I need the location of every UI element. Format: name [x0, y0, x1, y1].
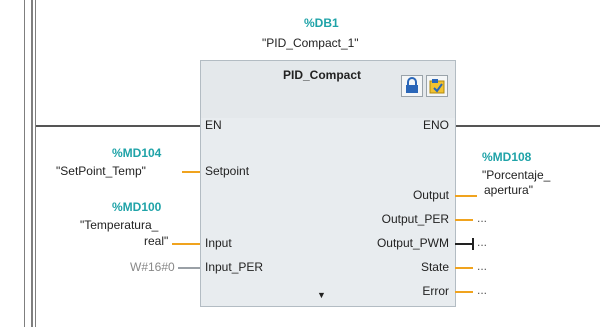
output-wire	[455, 195, 477, 197]
network-boundary-line	[24, 0, 25, 327]
output-per-value[interactable]: ...	[477, 211, 488, 225]
state-value[interactable]: ...	[477, 259, 488, 273]
en-rung-line	[36, 125, 200, 127]
input-symbol-line1[interactable]: "Temperatura_	[80, 218, 159, 232]
error-pin-label: Error	[422, 284, 449, 298]
input-per-wire	[178, 267, 200, 269]
state-wire	[455, 267, 473, 269]
input-address[interactable]: %MD100	[112, 200, 162, 214]
input-per-constant[interactable]: W#16#0	[130, 260, 175, 274]
en-pin-label: EN	[205, 118, 222, 132]
input-per-pin-label: Input_PER	[205, 260, 264, 274]
output-pwm-value[interactable]: ...	[477, 235, 488, 249]
setpoint-address[interactable]: %MD104	[112, 146, 162, 160]
block-type-title: PID_Compact	[283, 68, 362, 82]
setpoint-pin-label: Setpoint	[205, 164, 250, 178]
pid-compact-block-header[interactable]: PID_Compact	[200, 60, 456, 120]
faceplate-icon[interactable]	[426, 75, 448, 97]
output-pin-label: Output	[412, 188, 449, 202]
left-power-rail	[31, 0, 33, 327]
lock-icon[interactable]	[401, 75, 423, 97]
input-wire	[172, 243, 200, 245]
state-pin-label: State	[420, 260, 449, 274]
eno-rung-line	[455, 125, 600, 127]
expand-arrow-icon[interactable]: ▼	[317, 290, 326, 300]
left-power-rail-inner	[35, 0, 36, 327]
output-per-pin-label: Output_PER	[381, 212, 449, 226]
instance-db-address[interactable]: %DB1	[304, 16, 339, 30]
input-pin-label: Input	[205, 236, 232, 250]
instance-db-name[interactable]: "PID_Compact_1"	[262, 36, 359, 50]
error-wire	[455, 291, 473, 293]
output-pwm-wire	[455, 243, 473, 245]
setpoint-wire	[182, 171, 200, 173]
output-address[interactable]: %MD108	[482, 150, 532, 164]
output-symbol-line1[interactable]: "Porcentaje_	[482, 168, 551, 182]
output-pwm-terminator	[472, 238, 474, 250]
error-value[interactable]: ...	[477, 283, 488, 297]
pid-compact-block-body[interactable]: EN ENO Setpoint Input Input_PER Output O…	[200, 118, 456, 307]
input-symbol-line2[interactable]: real"	[144, 234, 169, 248]
output-pwm-pin-label: Output_PWM	[376, 236, 449, 250]
eno-pin-label: ENO	[422, 118, 449, 132]
output-per-wire	[455, 219, 473, 221]
setpoint-symbol[interactable]: "SetPoint_Temp"	[56, 164, 146, 178]
output-symbol-line2[interactable]: apertura"	[484, 183, 533, 197]
